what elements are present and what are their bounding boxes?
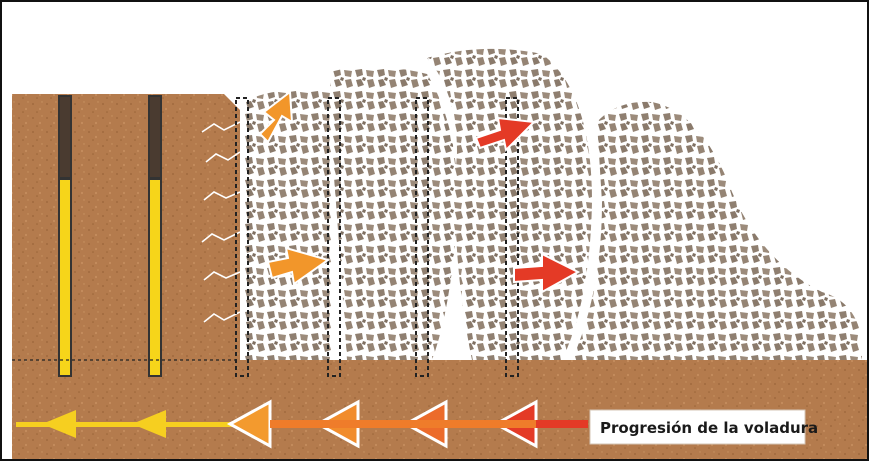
explosive-column-1 <box>60 180 70 375</box>
broken-rock-pile-4 <box>572 102 862 360</box>
blast-hole-1 <box>58 95 72 377</box>
blast-hole-2 <box>148 95 162 377</box>
explosive-column-2 <box>150 180 160 375</box>
broken-rock-pile-1 <box>244 89 332 360</box>
broken-rock-pile-2 <box>330 66 458 360</box>
stemming-2 <box>150 97 160 177</box>
stemming-1 <box>60 97 70 177</box>
caption-text: Progresión de la voladura <box>600 419 818 437</box>
